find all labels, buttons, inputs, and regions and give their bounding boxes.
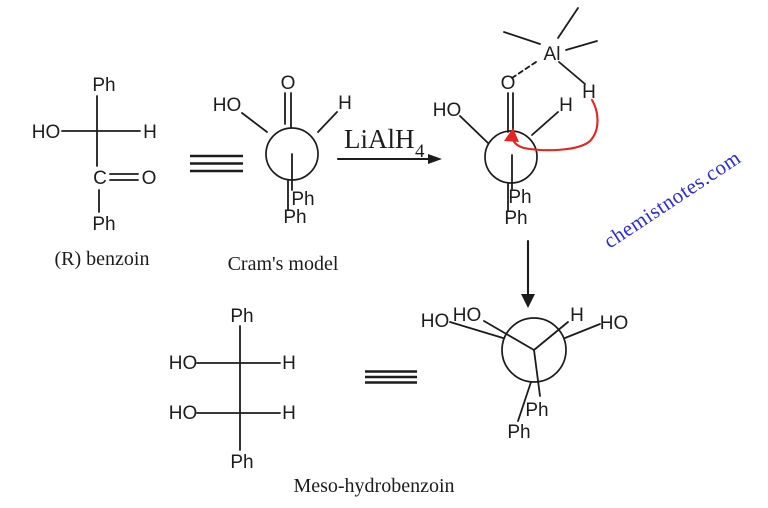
newman-circle [501,317,567,383]
atom-label-h: H [338,93,352,114]
arrowhead-down-icon [521,294,535,308]
atom-label-o: O [142,168,157,189]
bond [459,115,489,144]
meso-caption: Meso-hydrobenzoin [293,475,454,497]
cram-model-structure: O HO H Ph Ph Cram's model [213,73,352,275]
equivalence-symbol-1 [190,154,243,173]
curved-arrow-shaft [511,98,599,152]
benzoin-structure: Ph HO H C O Ph (R) benzoin [32,75,157,270]
watermark: chemistnotes.com [599,145,745,253]
reagent-label: LiAlH [344,124,415,154]
atom-label-h-lower: H [282,403,296,424]
atom-label-ph-top: Ph [230,306,253,327]
atom-label-o: O [501,73,516,94]
bond [558,61,586,85]
meso-fischer-structure: Ph HO H HO H Ph Meso-hydrobenzoin [169,306,455,497]
atom-label-ph-back: Ph [504,208,527,229]
atom-label-h-hydride: H [582,82,596,103]
cram-caption: Cram's model [228,253,339,275]
atom-label-ho: HO [433,100,462,121]
atom-label-ph-bottom: Ph [230,452,253,473]
bond [449,321,504,339]
bond [557,7,579,39]
atom-label-h-front: H [570,305,584,326]
bond [483,320,535,351]
atom-label-ph-back: Ph [283,207,306,228]
atom-label-ph-back: Ph [507,422,530,443]
atom-label-ho-back-left: HO [421,311,450,332]
bond [517,381,532,422]
hydride-transfer-arrow [504,98,599,152]
down-arrow [521,239,535,308]
atom-label-h: H [143,122,157,143]
reaction-arrow: LiAlH 4 [336,124,442,164]
bond [565,40,598,51]
atom-label-ho-front: HO [453,305,482,326]
atom-label-ho-back-right: HO [600,313,629,334]
atom-label-ho-lower: HO [169,403,198,424]
bond [533,321,569,351]
atom-label-al: Al [544,44,561,65]
atom-label-ph-front: Ph [291,189,314,210]
bond [241,112,268,133]
atom-label-o: O [281,73,296,94]
bond [503,31,541,45]
atom-label-ph-top: Ph [92,75,115,96]
reagent-subscript: 4 [415,141,425,162]
atom-label-c: C [93,168,107,189]
atom-label-ph-front: Ph [508,187,531,208]
bond [564,323,601,339]
arrowhead-right-icon [428,154,442,164]
aluminium-complex-structure: Al H O HO H Ph Ph [433,7,598,229]
atom-label-ho-upper: HO [169,353,198,374]
atom-label-h-front: H [559,95,573,116]
atom-label-h-upper: H [282,353,296,374]
atom-label-ho: HO [32,122,61,143]
curved-arrowhead-icon [504,128,519,142]
coordination-bond [511,61,537,79]
product-newman-structure: HO HO H HO Ph Ph [421,305,629,443]
benzoin-caption: (R) benzoin [55,248,150,270]
bond [533,349,541,397]
bond [531,111,559,136]
bond [317,111,338,133]
equivalence-symbol-2 [365,370,417,384]
atom-label-ho: HO [213,95,242,116]
atom-label-ph-bottom: Ph [92,214,115,235]
atom-label-ph-front: Ph [525,400,548,421]
